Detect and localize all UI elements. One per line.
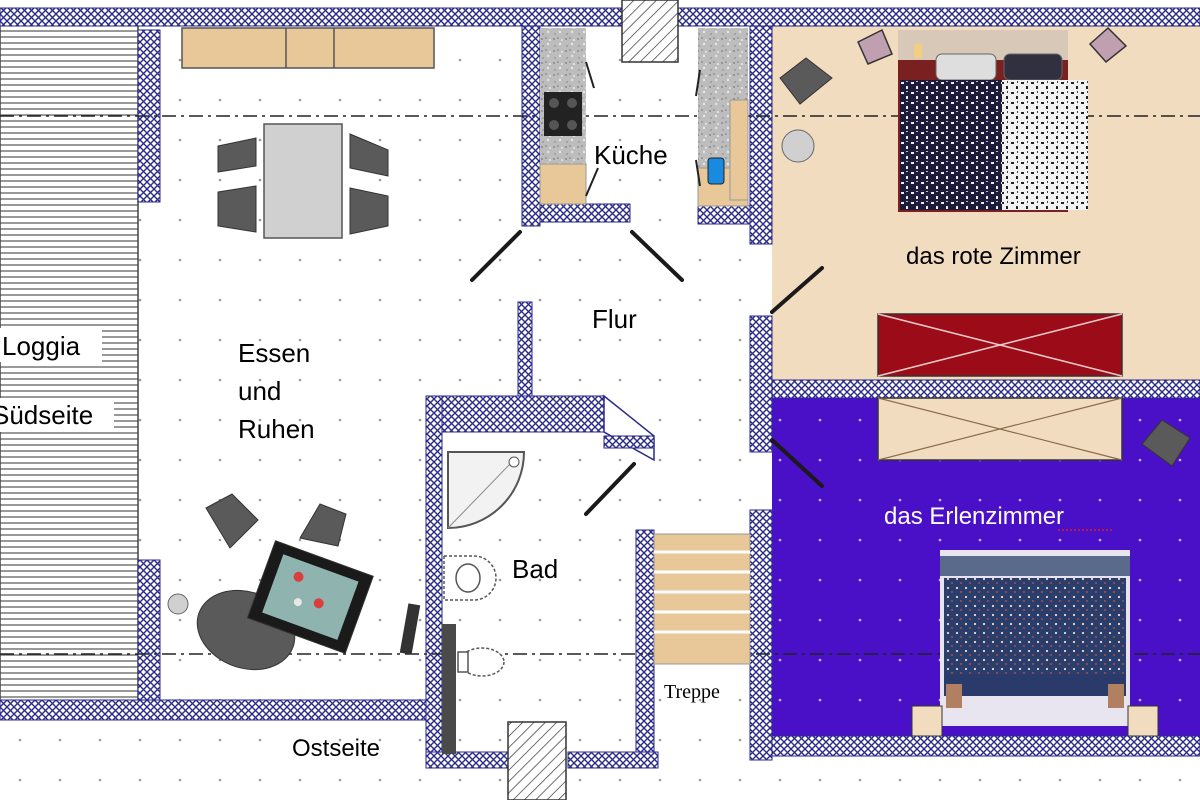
label-erlenzimmer: das Erlenzimmer (884, 503, 1064, 530)
lounge-furniture (167, 493, 374, 671)
label-essen: Essen (238, 338, 310, 368)
red-room-furniture (779, 26, 1128, 212)
label-ruhen: Ruhen (238, 414, 315, 444)
erlen-wardrobe (877, 397, 1123, 461)
label-flur: Flur (592, 304, 637, 334)
label-suedseite: Südseite (0, 400, 93, 430)
label-loggia: Loggia (2, 331, 81, 361)
red-bed (877, 313, 1123, 377)
chimney-top (621, 0, 679, 63)
doors (470, 230, 824, 516)
suedseite-label-bg (0, 398, 114, 432)
label-rotes-zimmer: das rote Zimmer (906, 243, 1081, 270)
balcony-door (399, 603, 421, 655)
chimney-bottom (507, 721, 567, 800)
toilet (457, 647, 505, 677)
loggia-label-bg (0, 328, 102, 362)
washbasin (443, 555, 497, 601)
wall-cabinet (181, 27, 435, 69)
stairs (653, 533, 751, 665)
shower (447, 451, 526, 530)
kitchen-counters (539, 28, 749, 207)
label-ostseite: Ostseite (292, 735, 380, 762)
dining-table (217, 123, 389, 239)
erlen-bed (911, 550, 1159, 737)
erlen-chair (1141, 419, 1191, 467)
label-kueche: Küche (594, 140, 668, 170)
label-treppe: Treppe (664, 681, 720, 703)
walls (0, 7, 1200, 769)
bath-counter (442, 624, 456, 754)
label-und: und (238, 376, 281, 406)
label-bad: Bad (512, 554, 558, 584)
